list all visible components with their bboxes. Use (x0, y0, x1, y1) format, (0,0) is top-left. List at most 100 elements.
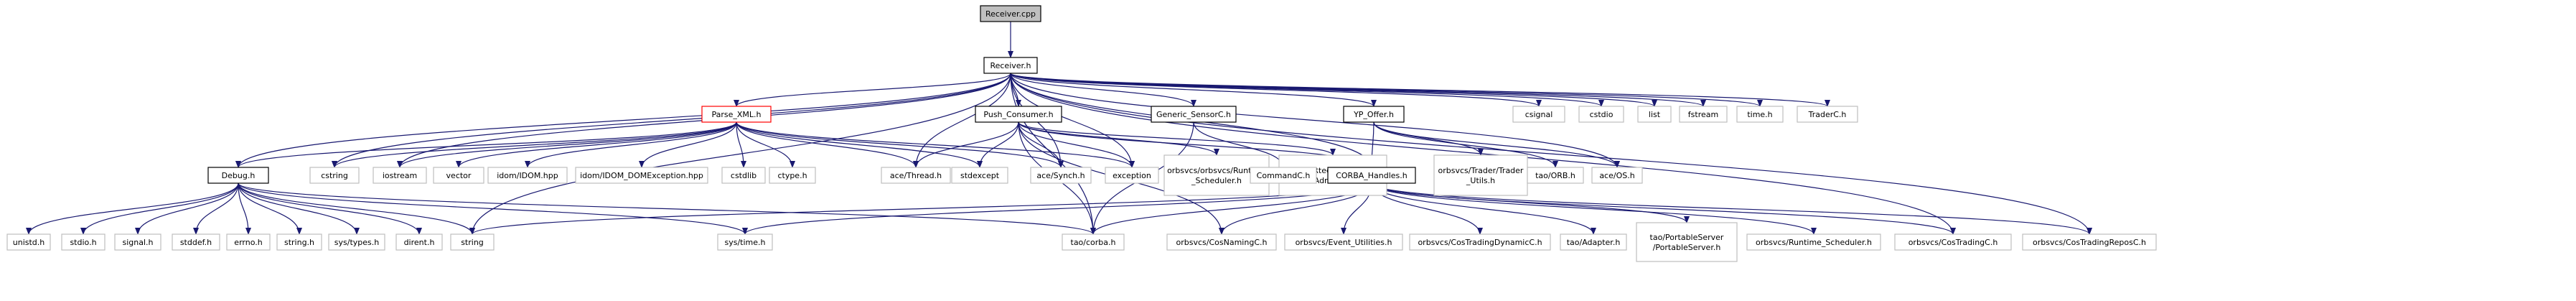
edge-push_consumer_h-to-stdexcept (977, 121, 1019, 168)
node-ace-synch-h[interactable]: ace/Synch.h (1030, 167, 1092, 184)
edge-debug_h-to-sys_types_h (238, 182, 360, 235)
node-box (1284, 233, 1403, 251)
node-label: sys/types.h (334, 238, 379, 247)
node-box (701, 106, 772, 123)
node-box (433, 167, 484, 184)
node-push-consumer-h[interactable]: Push_Consumer.h (975, 106, 1062, 123)
node-label: Push_Consumer.h (983, 110, 1053, 119)
node-label: orbsvcs/CosNamingC.h (1176, 238, 1268, 247)
node-box (6, 233, 51, 251)
node-ctype-h[interactable]: ctype.h (769, 167, 816, 184)
edge-receiver_h-to-generic_sensorc_h (1010, 73, 1196, 107)
node-label: orbsvcs/Runtime_Scheduler.h (1756, 238, 1872, 247)
edge-receiver_h-to-cstring (332, 73, 1011, 168)
node-label: tao/corba.h (1071, 238, 1116, 247)
node-exception[interactable]: exception (1105, 167, 1159, 184)
node-box (1736, 106, 1784, 123)
node-sys-time-h[interactable]: sys/time.h (717, 233, 773, 251)
node-label: orbsvcs/Event_Utilities.h (1296, 238, 1392, 247)
node-ace-thread-h[interactable]: ace/Thread.h (881, 167, 951, 184)
node-box (1894, 233, 2012, 251)
node-parse-xml-h[interactable]: Parse_XML.h (701, 106, 772, 123)
node-label: vector (446, 171, 472, 180)
node-label: ace/OS.h (1599, 171, 1634, 180)
node-errno-h[interactable]: errno.h (226, 233, 271, 251)
node-tao-corba-h[interactable]: tao/corba.h (1062, 233, 1125, 251)
node-box (1578, 106, 1624, 123)
node-ace-os-h[interactable]: ace/OS.h (1591, 167, 1643, 184)
edge-push_consumer_h-to-rtec_admin (1018, 121, 1336, 156)
node-string[interactable]: string (450, 233, 495, 251)
node-debug-h[interactable]: Debug.h (207, 167, 269, 184)
node-box (1062, 233, 1125, 251)
node-generic-sensorc-h[interactable]: Generic_SensorC.h (1151, 106, 1237, 123)
node-cstring[interactable]: cstring (309, 167, 360, 184)
node-box (1105, 167, 1159, 184)
node-trader-utils[interactable]: orbsvcs/Trader/Trader_Utils.h (1433, 154, 1528, 196)
node-stddef-h[interactable]: stddef.h (172, 233, 220, 251)
node-label: tao/Adapter.h (1567, 238, 1621, 247)
node-label: Parse_XML.h (711, 110, 761, 119)
node-label: errno.h (234, 238, 262, 247)
node-costradingrepos-h[interactable]: orbsvcs/CosTradingReposC.h (2022, 233, 2157, 251)
node-label: CommandC.h (1257, 171, 1311, 180)
node-box (487, 167, 568, 184)
node-box (721, 167, 766, 184)
node-receiver-cpp[interactable]: Receiver.cpp (980, 5, 1041, 22)
node-label: ace/Synch.h (1036, 171, 1085, 180)
node-label: _Scheduler.h (1191, 176, 1242, 185)
node-label: Debug.h (222, 171, 256, 180)
node-tao-adapter-h[interactable]: tao/Adapter.h (1560, 233, 1627, 251)
node-yp-offer-h[interactable]: YP_Offer.h (1343, 106, 1405, 123)
node-time-h[interactable]: time.h (1736, 106, 1784, 123)
node-cosnaming-h[interactable]: orbsvcs/CosNamingC.h (1166, 233, 1277, 251)
node-fstream[interactable]: fstream (1679, 106, 1728, 123)
edge-parse_xml_h-to-exception (736, 121, 1135, 168)
node-list[interactable]: list (1637, 106, 1672, 123)
node-label: cstring (321, 171, 348, 180)
node-vector[interactable]: vector (433, 167, 484, 184)
node-label: _Utils.h (1466, 176, 1495, 185)
edge-debug_h-to-stddef_h (193, 182, 239, 235)
node-iostream[interactable]: iostream (373, 167, 427, 184)
node-traderc-h[interactable]: TraderC.h (1797, 106, 1858, 123)
node-box (1679, 106, 1728, 123)
node-box (1151, 106, 1237, 123)
node-box (717, 233, 773, 251)
node-box (1250, 167, 1317, 184)
node-runtime-sched2[interactable]: orbsvcs/Runtime_Scheduler.h (1746, 233, 1881, 251)
node-signal-h[interactable]: signal.h (114, 233, 161, 251)
node-csignal[interactable]: csignal (1512, 106, 1565, 123)
node-costradingdyn-h[interactable]: orbsvcs/CosTradingDynamicC.h (1409, 233, 1551, 251)
node-label: tao/PortableServer (1650, 233, 1724, 242)
node-unistd-h[interactable]: unistd.h (6, 233, 51, 251)
node-corba-handles-h[interactable]: CORBA_Handles.h (1327, 167, 1416, 184)
edge-yp_offer_h-to-tao_orb_h (1373, 121, 1558, 168)
node-costrading-h[interactable]: orbsvcs/CosTradingC.h (1894, 233, 2012, 251)
node-commandc-h[interactable]: CommandC.h (1250, 167, 1317, 184)
node-receiver-h[interactable]: Receiver.h (983, 57, 1038, 74)
node-cstdlib[interactable]: cstdlib (721, 167, 766, 184)
node-sys-types-h[interactable]: sys/types.h (328, 233, 385, 251)
node-stdexcept[interactable]: stdexcept (951, 167, 1008, 184)
node-portable-server-h[interactable]: tao/PortableServer/PortableServer.h (1636, 222, 1738, 262)
node-label: orbsvcs/orbsvcs/Runtime (1167, 166, 1266, 175)
node-label: stdexcept (960, 171, 1000, 180)
node-event-util-h[interactable]: orbsvcs/Event_Utilities.h (1284, 233, 1403, 251)
edge-corba_handles_h-to-costrading_h (1371, 182, 1956, 235)
node-label: cstdio (1590, 110, 1613, 119)
node-stdio-h[interactable]: stdio.h (61, 233, 106, 251)
node-box (1512, 106, 1565, 123)
node-label: ctype.h (777, 171, 807, 180)
node-label: dirent.h (404, 238, 435, 247)
node-label: list (1649, 110, 1661, 119)
node-label: idom/IDOM.hpp (497, 171, 558, 180)
node-cstdio[interactable]: cstdio (1578, 106, 1624, 123)
node-tao-orb-h[interactable]: tao/ORB.h (1527, 167, 1584, 184)
node-idom-exc-hpp[interactable]: idom/IDOM_DOMException.hpp (575, 167, 708, 184)
node-dirent-h[interactable]: dirent.h (395, 233, 443, 251)
node-idom-hpp[interactable]: idom/IDOM.hpp (487, 167, 568, 184)
node-string-h[interactable]: string.h (276, 233, 322, 251)
